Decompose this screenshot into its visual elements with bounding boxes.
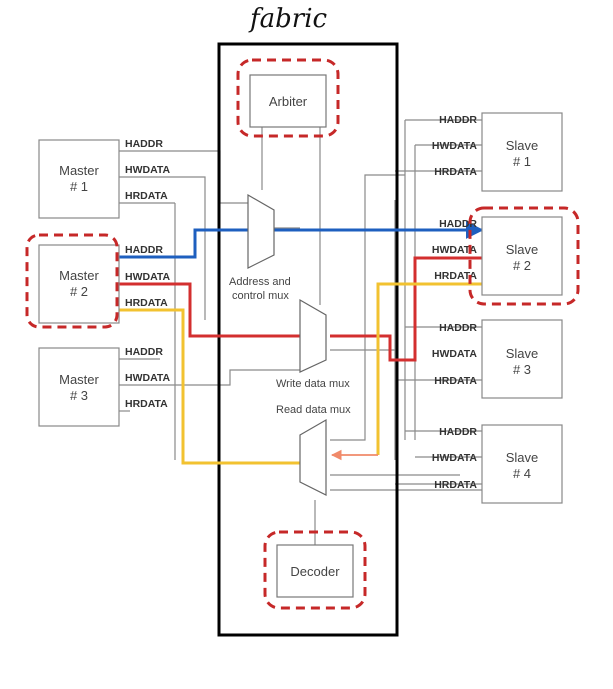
slave-3-hwdata: HWDATA	[432, 348, 478, 360]
slave-3: Slave # 3 HADDR HWDATA HRDATA	[432, 319, 563, 399]
write-data-mux	[299, 298, 327, 373]
write-mux-label: Write data mux	[276, 378, 350, 390]
decoder-highlight	[263, 530, 367, 610]
slave-3-haddr: HADDR	[439, 322, 477, 334]
master-3-hrdata: HRDATA	[125, 398, 168, 410]
slave-2-haddr: HADDR	[439, 218, 477, 230]
addr-mux-label-2: control mux	[232, 290, 289, 302]
slave-2-hwdata: HWDATA	[432, 244, 478, 256]
master-2-hrdata: HRDATA	[125, 297, 168, 309]
slave-2: Slave # 2 HADDR HWDATA HRDATA	[432, 206, 580, 306]
slave-2-highlight	[468, 206, 580, 306]
gray-wiring	[118, 119, 505, 545]
slave-1-hwdata: HWDATA	[432, 140, 478, 152]
arbiter-highlight	[236, 58, 340, 138]
slave-1-name: Slave	[506, 138, 539, 153]
master-3-haddr: HADDR	[125, 346, 163, 358]
slave-3-num: # 3	[513, 362, 531, 377]
slave-3-hrdata: HRDATA	[434, 375, 477, 387]
slave-4-hrdata: HRDATA	[434, 479, 477, 491]
master-1-hwdata: HWDATA	[125, 164, 171, 176]
address-control-mux	[247, 193, 275, 269]
master-1-num: # 1	[70, 179, 88, 194]
read-mux-label: Read data mux	[276, 404, 351, 416]
slave-2-name: Slave	[506, 242, 539, 257]
master-3-name: Master	[59, 372, 99, 387]
decoder-label: Decoder	[290, 564, 340, 579]
master-1-haddr: HADDR	[125, 138, 163, 150]
slave-4-hwdata: HWDATA	[432, 452, 478, 464]
slave-3-name: Slave	[506, 346, 539, 361]
master-2-hwdata: HWDATA	[125, 271, 171, 283]
arbiter-box	[249, 74, 327, 128]
slave-1-hrdata: HRDATA	[434, 166, 477, 178]
fabric-frame	[217, 42, 399, 637]
slave-4-haddr: HADDR	[439, 426, 477, 438]
slave-1-haddr: HADDR	[439, 114, 477, 126]
master-1: Master # 1 HADDR HWDATA HRDATA	[38, 138, 171, 219]
master-2: Master # 2 HADDR HWDATA HRDATA	[25, 233, 171, 329]
master-2-haddr: HADDR	[125, 244, 163, 256]
addr-mux-label-1: Address and	[229, 276, 291, 288]
master-2-highlight	[25, 233, 119, 329]
highlighted-paths	[118, 221, 484, 465]
decoder-box	[276, 544, 354, 598]
slave-2-hrdata: HRDATA	[434, 270, 477, 282]
master-1-name: Master	[59, 163, 99, 178]
fabric-annotation: fabric	[248, 4, 328, 34]
slave-2-num: # 2	[513, 258, 531, 273]
slave-4-num: # 4	[513, 466, 531, 481]
slave-1: Slave # 1 HADDR HWDATA HRDATA	[432, 112, 563, 192]
slave-4-name: Slave	[506, 450, 539, 465]
master-3-num: # 3	[70, 388, 88, 403]
slave-4: Slave # 4 HADDR HWDATA HRDATA	[432, 424, 563, 504]
master-3-hwdata: HWDATA	[125, 372, 171, 384]
read-data-mux	[299, 418, 327, 496]
slave-1-num: # 1	[513, 154, 531, 169]
master-1-hrdata: HRDATA	[125, 190, 168, 202]
arbiter-label: Arbiter	[269, 94, 308, 109]
master-2-name: Master	[59, 268, 99, 283]
master-2-num: # 2	[70, 284, 88, 299]
master-3: Master # 3 HADDR HWDATA HRDATA	[38, 346, 171, 427]
